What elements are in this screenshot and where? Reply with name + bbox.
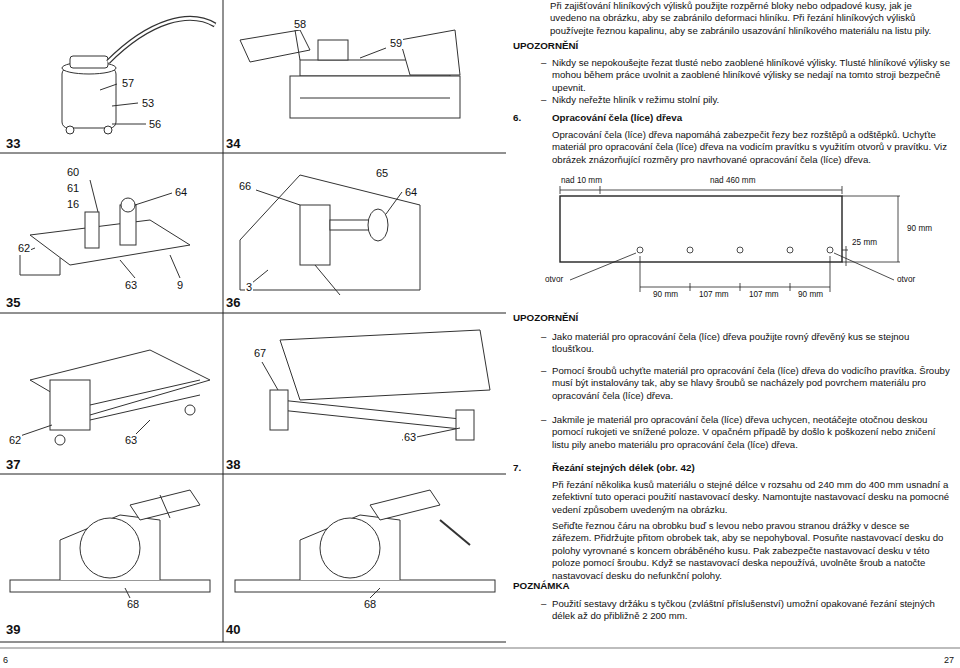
body-text: Jakmile je materiál pro opracování čela … xyxy=(552,414,950,451)
figure-number: 34 xyxy=(226,137,240,151)
dimension-label: 107 mm xyxy=(748,290,780,300)
body-text: – xyxy=(541,365,546,377)
body-text: Při řezání několika kusů materiálu o ste… xyxy=(552,479,950,516)
callout-number: 56 xyxy=(148,118,162,130)
body-text: Použití sestavy držáku s tyčkou (zvláštn… xyxy=(552,598,950,623)
body-text: 6 xyxy=(3,655,8,665)
body-text: – xyxy=(541,598,546,610)
callout-number: 67 xyxy=(253,347,267,359)
heading: Opracování čela (líce) dřeva xyxy=(552,112,682,124)
callout-number: 57 xyxy=(121,77,135,89)
heading: UPOZORNĚNÍ xyxy=(513,40,578,52)
fig37-holder xyxy=(20,350,210,445)
dimension-label: 90 mm xyxy=(906,224,933,234)
figure-number: 38 xyxy=(226,458,240,472)
body-text: Seřiďte řeznou čáru na obrobku buď s lev… xyxy=(552,520,950,582)
callout-number: 66 xyxy=(238,180,252,192)
body-text: Nikdy se nepokoušejte řezat tlusté nebo … xyxy=(552,57,950,94)
body-text: Jako materiál pro opracování čela (líce)… xyxy=(552,331,950,356)
body-text: Pomocí šroubů uchyťte materiál pro oprac… xyxy=(552,365,950,402)
body-text: – xyxy=(541,94,546,106)
callout-number: 60 xyxy=(66,166,80,178)
heading: Řezání stejných délek (obr. 42) xyxy=(552,462,695,474)
dimension-label: 25 mm xyxy=(851,238,878,248)
dimension-label: 107 mm xyxy=(698,290,730,300)
heading: UPOZORNĚNÍ xyxy=(513,312,578,324)
body-text: 27 xyxy=(944,655,954,665)
dimension-label: 90 mm xyxy=(652,290,679,300)
callout-number: 62 xyxy=(8,434,22,446)
callout-number: 63 xyxy=(124,434,138,446)
fig36-clamp xyxy=(240,175,420,295)
dimension-label: otvor xyxy=(544,275,564,285)
body-text: – xyxy=(541,331,546,343)
dimension-label: otvor xyxy=(896,275,916,285)
callout-number: 62 xyxy=(17,242,31,254)
fig33-vacuum xyxy=(62,18,215,134)
body-text: Opracování čela (líce) dřeva napomáhá za… xyxy=(552,129,950,166)
figure-number: 39 xyxy=(6,623,20,637)
callout-number: 58 xyxy=(293,18,307,30)
figure-number: 37 xyxy=(6,458,20,472)
callout-number: 61 xyxy=(66,182,80,194)
heading: POZNÁMKA xyxy=(513,580,570,592)
body-text: – xyxy=(541,57,546,69)
callout-number: 16 xyxy=(66,198,80,210)
callout-number: 68 xyxy=(363,598,377,610)
body-text: – xyxy=(541,414,546,426)
callout-number: 64 xyxy=(404,186,418,198)
figure-number: 36 xyxy=(226,296,240,310)
heading: 7. xyxy=(513,462,521,474)
fig38-rod xyxy=(262,330,490,440)
dimension-label: nad 460 mm xyxy=(709,176,757,186)
callout-number: 59 xyxy=(389,37,403,49)
callout-number: 53 xyxy=(141,97,155,109)
callout-number: 9 xyxy=(176,279,184,291)
fig40-saw xyxy=(235,490,495,598)
dimension-label: 90 mm xyxy=(797,290,824,300)
callout-number: 63 xyxy=(403,431,417,443)
dimension-label: nad 10 mm xyxy=(560,176,603,186)
fig34-saw xyxy=(240,30,460,118)
callout-number: 63 xyxy=(124,279,138,291)
callout-number: 65 xyxy=(375,167,389,179)
fig35-vise xyxy=(20,180,190,278)
figure-number: 33 xyxy=(6,137,20,151)
body-text: Nikdy neřežte hliník v režimu stolní pil… xyxy=(552,94,950,106)
facing-board-drawing xyxy=(560,186,900,292)
figure-number: 40 xyxy=(226,623,240,637)
fig39-saw xyxy=(10,490,210,598)
figure-number: 35 xyxy=(6,296,20,310)
heading: 6. xyxy=(513,112,521,124)
callout-number: 64 xyxy=(174,186,188,198)
callout-number: 3 xyxy=(245,281,253,293)
body-text: Při zajišťování hliníkových výlisků použ… xyxy=(550,0,950,37)
callout-number: 68 xyxy=(126,598,140,610)
